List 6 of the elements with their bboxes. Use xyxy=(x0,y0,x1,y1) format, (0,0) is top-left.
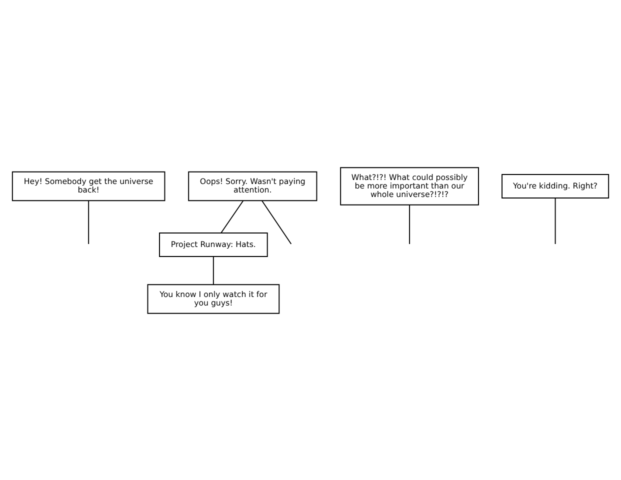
connector xyxy=(554,197,556,244)
connector xyxy=(212,256,214,284)
connector xyxy=(220,200,244,233)
connector xyxy=(409,204,410,244)
connector xyxy=(88,200,90,244)
connector xyxy=(262,200,292,244)
